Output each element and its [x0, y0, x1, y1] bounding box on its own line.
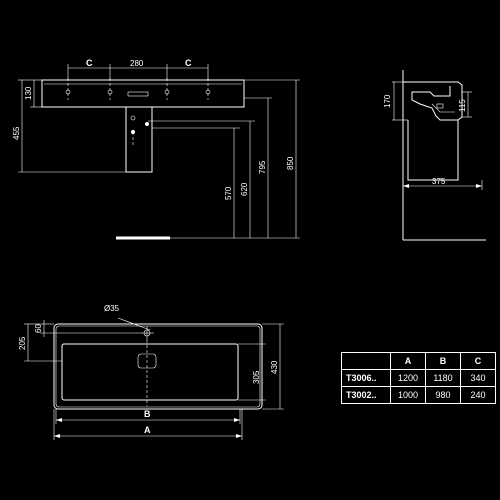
basin-front-outline: [41, 79, 245, 108]
dim-dia35: Ø35: [104, 304, 120, 313]
dim-c-right: C: [185, 58, 192, 68]
dim-375: 375: [432, 177, 446, 186]
bowl-outline: [61, 343, 239, 401]
dim-c-left: C: [86, 58, 93, 68]
table-cell: 240: [460, 386, 496, 404]
table-cell: 1180: [425, 369, 461, 387]
top-view: Ø35 60 205 305 430 B A: [18, 304, 284, 440]
dim-570: 570: [224, 186, 233, 200]
pedestal-side: [407, 120, 459, 181]
dim-850: 850: [286, 156, 295, 170]
table-cell: 1000: [390, 386, 426, 404]
dim-280: 280: [130, 59, 144, 68]
dim-205: 205: [18, 336, 27, 350]
front-view: C 280 C 130 455 570 620 795 850: [12, 58, 300, 240]
table-row: T3002.. 1000 980 240: [341, 386, 496, 404]
table-cell: 340: [460, 369, 496, 387]
table-row: T3006.. 1200 1180 340: [341, 369, 496, 387]
table-cell: 980: [425, 386, 461, 404]
dim-60: 60: [34, 324, 43, 333]
dim-795: 795: [258, 160, 267, 174]
table-header-cell: B: [425, 352, 461, 370]
basin-side-profile: [403, 81, 463, 121]
side-view: 170 115 375: [383, 70, 486, 241]
basin-top-outline: [53, 323, 263, 410]
model-code: T3002..: [341, 386, 391, 404]
dim-115: 115: [458, 99, 467, 112]
dim-430: 430: [270, 360, 279, 374]
dim-130: 130: [24, 86, 33, 100]
pedestal-front: [125, 107, 153, 173]
dim-b: B: [144, 409, 151, 419]
dim-620: 620: [240, 182, 249, 196]
dimension-table: A B C T3006.. 1200 1180 340 T3002.. 1000…: [341, 352, 496, 404]
dim-455: 455: [12, 126, 21, 140]
table-header-row: A B C: [341, 352, 496, 370]
dim-a: A: [144, 425, 151, 435]
table-header-cell: C: [460, 352, 496, 370]
model-code: T3006..: [341, 369, 391, 387]
dim-305: 305: [252, 370, 261, 384]
table-cell: 1200: [390, 369, 426, 387]
table-header-cell: A: [390, 352, 426, 370]
table-header-cell: [341, 352, 391, 370]
dim-170: 170: [383, 94, 392, 108]
